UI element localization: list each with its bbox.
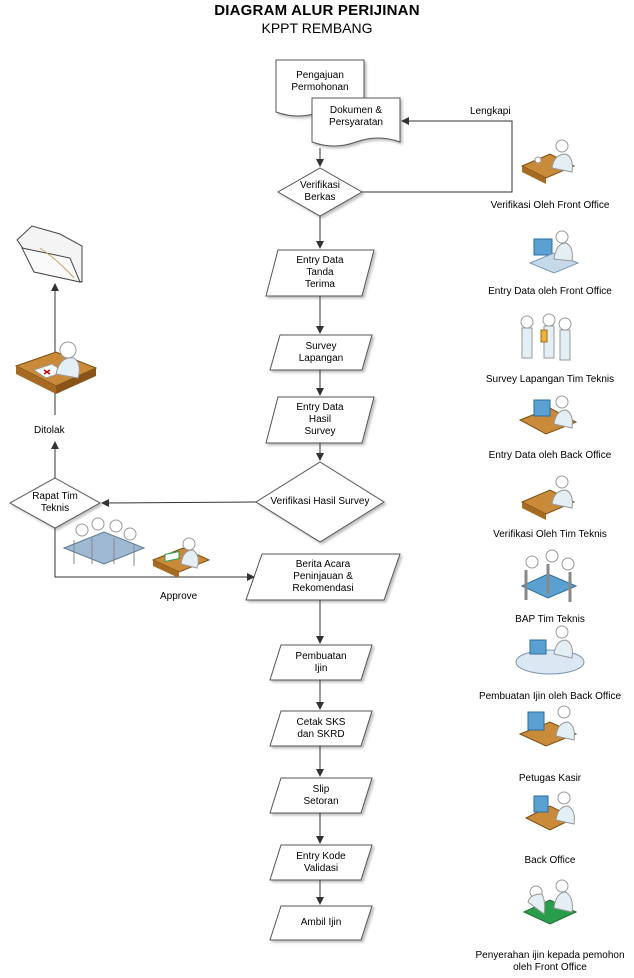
node-ambil-ijin: Ambil Ijin (300, 917, 342, 928)
shape-slip-setoran (269, 777, 373, 814)
role-bap-tim-teknis-icon (520, 549, 578, 602)
role-survey-lapangan-icon (520, 313, 572, 361)
shape-ambil-ijin (269, 905, 373, 941)
folder-icon (16, 225, 83, 283)
node-dokumen: Dokumen & Persyaratan (329, 105, 383, 128)
role-caption: Pembuatan Ijin oleh Back Office (478, 691, 622, 702)
edge-label-ditolak: Ditolak (34, 425, 65, 436)
role-verifikasi-front-office-icon (520, 139, 576, 184)
diagram-title: DIAGRAM ALUR PERIJINAN (214, 2, 420, 19)
meeting-icon (62, 517, 146, 566)
edge-label-approve: Approve (160, 591, 198, 602)
node-pengajuan: Pengajuan Permohonan (291, 70, 349, 93)
node-survey-lapangan: Survey Lapangan (298, 340, 344, 364)
connectors (51, 117, 513, 905)
role-caption: Verifikasi Oleh Tim Teknis (493, 529, 607, 540)
shape-berita-acara (245, 553, 401, 601)
role-caption: Survey Lapangan Tim Teknis (485, 374, 615, 385)
role-pembuatan-ijin-icon (515, 625, 585, 675)
role-penyerahan-ijin-icon (522, 879, 578, 925)
node-entry-tanda-terima: Entry Data Tanda Terima (296, 255, 344, 290)
node-entry-kode-validasi: Entry Kode Validasi (296, 850, 346, 874)
node-slip-setoran: Slip Setoran (303, 783, 339, 807)
shape-entry-hasil-survey (265, 396, 375, 444)
shape-entry-tanda-terima (265, 249, 375, 297)
edge-lengkapi-loop (362, 117, 513, 193)
role-caption: Entry Data oleh Back Office (488, 450, 612, 461)
role-verifikasi-tim-teknis-icon (520, 475, 576, 520)
officer-reject-icon (14, 341, 98, 394)
role-entry-front-office-icon (528, 230, 580, 274)
node-pembuatan-ijin: Pembuatan Ijin (295, 650, 347, 674)
node-entry-hasil-survey: Entry Data Hasil Survey (296, 402, 344, 437)
role-caption: Back Office (524, 855, 576, 866)
diagram-subtitle: KPPT REMBANG (261, 20, 373, 36)
role-caption: Entry Data oleh Front Office (488, 286, 612, 297)
role-caption: Verifikasi Oleh Front Office (490, 200, 610, 211)
shape-entry-kode-validasi (269, 844, 373, 881)
role-caption: BAP Tim Teknis (515, 614, 585, 625)
shape-survey-lapangan (269, 334, 373, 371)
shape-verifikasi-hasil-survey (255, 461, 385, 543)
node-rapat-tim-teknis: Rapat Tim Teknis (32, 491, 78, 514)
officer-approve-icon (151, 537, 211, 578)
node-verifikasi-hasil-survey: Verifikasi Hasil Survey (270, 496, 370, 507)
edge-verifikasi-rapat (101, 498, 257, 507)
node-berita-acara: Berita Acara Peninjauan & Rekomendasi (292, 559, 354, 594)
role-caption: Penyerahan ijin kepada pemohon oleh Fron… (475, 950, 625, 973)
shape-dokumen (311, 97, 401, 147)
shape-pembuatan-ijin (269, 644, 373, 681)
role-entry-back-office-icon (518, 395, 578, 435)
shape-cetak-sks (269, 710, 373, 747)
node-cetak-sks: Cetak SKS dan SKRD (296, 716, 346, 740)
role-caption: Petugas Kasir (518, 773, 582, 784)
role-petugas-kasir-icon (518, 705, 578, 747)
node-verifikasi-berkas: Verifikasi Berkas (299, 180, 340, 203)
role-back-office-icon (524, 791, 576, 831)
edge-approve (54, 528, 255, 581)
edge-label-lengkapi: Lengkapi (470, 106, 511, 117)
